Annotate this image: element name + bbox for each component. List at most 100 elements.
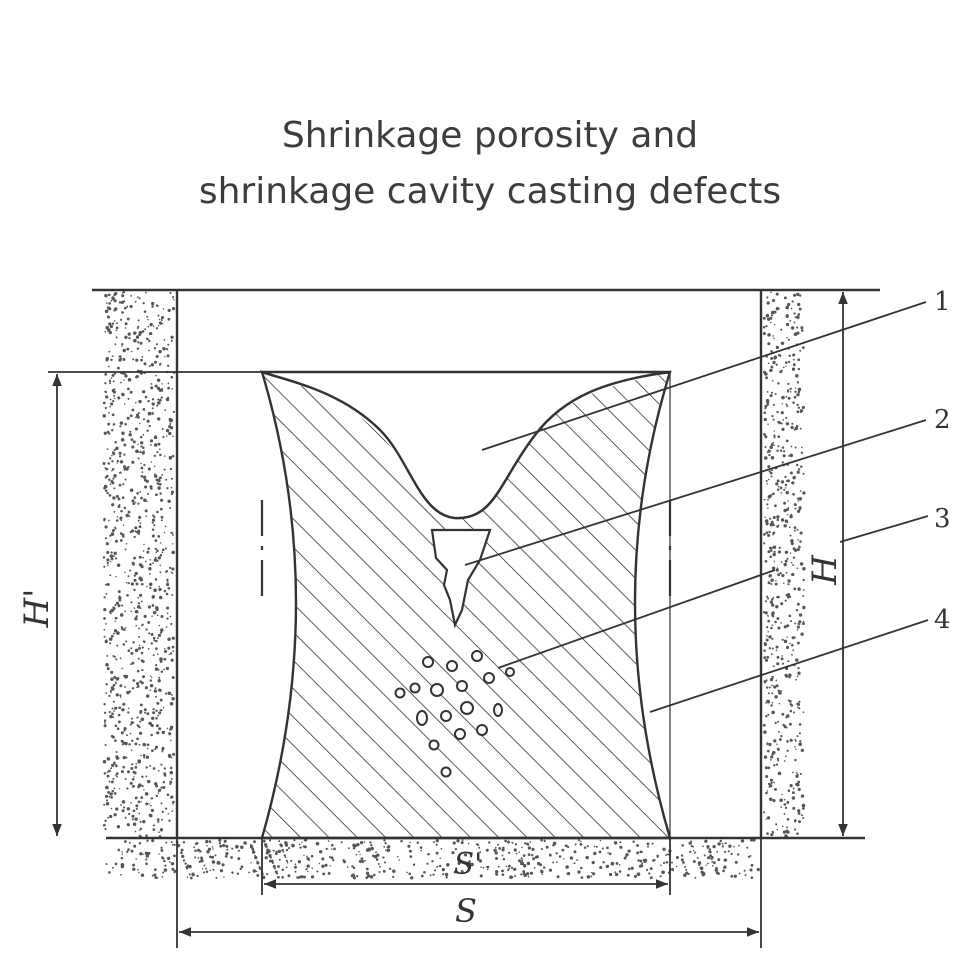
sand-grain [151, 305, 154, 308]
sand-grain [801, 803, 806, 808]
riser-outline [92, 288, 880, 840]
sand-grain [769, 471, 773, 475]
sand-grain [153, 873, 157, 877]
sand-grain [791, 572, 795, 577]
sand-grain [252, 869, 257, 873]
sand-grain [279, 843, 282, 847]
pore [409, 682, 421, 694]
sand-grain [763, 533, 766, 536]
sand-grain [160, 515, 164, 519]
sand-grain [772, 403, 775, 406]
sand-grain [159, 507, 163, 511]
sand-grain [764, 445, 767, 449]
sand-grain [738, 872, 741, 875]
sand-grain [765, 531, 769, 535]
sand-grain [115, 693, 119, 697]
sand-grain [121, 851, 123, 853]
sand-grain [778, 738, 782, 741]
sand-grain [166, 617, 169, 620]
sand-grain [712, 844, 716, 849]
sand-grain [160, 670, 164, 674]
sand-grain [791, 367, 796, 371]
sand-grain [706, 845, 710, 849]
sand-grain [573, 862, 576, 865]
sand-grain [134, 742, 138, 746]
sand-grain [770, 626, 773, 630]
sand-grain [796, 625, 800, 629]
sand-grain [802, 589, 805, 591]
sand-grain [108, 637, 113, 641]
sand-grain [692, 860, 696, 863]
sand-grain [798, 545, 801, 548]
sand-grain [701, 873, 705, 877]
sand-grain [265, 845, 268, 848]
shrinkage-cavity [268, 374, 665, 519]
sand-grain [297, 860, 302, 864]
sand-grain [802, 566, 806, 571]
sand-grain [123, 467, 126, 471]
sand-grain [523, 873, 527, 877]
sand-grain [114, 724, 118, 728]
sand-grain [107, 519, 110, 522]
sand-grain [280, 845, 283, 848]
sand-grain [150, 642, 154, 645]
sand-grain [783, 625, 787, 629]
sand-grain [121, 743, 124, 746]
sand-grain [217, 862, 220, 865]
sand-grain [777, 485, 780, 488]
sand-grain [120, 739, 124, 743]
sand-grain [552, 841, 557, 846]
sand-grain [781, 638, 784, 641]
sand-grain [180, 851, 183, 855]
sand-grain [647, 845, 649, 848]
sand-grain [115, 292, 118, 295]
sand-grain [690, 840, 693, 843]
sand-grain [119, 471, 122, 474]
sand-grain [793, 321, 796, 324]
sand-grain [120, 804, 122, 806]
sand-grain [434, 869, 437, 872]
sand-grain [607, 852, 609, 854]
sand-grain [143, 498, 147, 502]
sand-grain [114, 616, 118, 620]
sand-grain [154, 547, 157, 551]
sand-grain [166, 578, 169, 581]
sand-grain [785, 322, 790, 327]
sand-grain [407, 844, 411, 848]
sand-grain [360, 857, 364, 861]
sand-grain [785, 487, 787, 489]
sand-grain [569, 856, 574, 860]
sand-grain [771, 546, 774, 549]
sand-grain [158, 349, 162, 354]
sand-grain [768, 686, 771, 689]
sand-grain [580, 866, 583, 870]
sand-grain [535, 855, 539, 859]
sand-grain [181, 854, 185, 859]
sand-grain [606, 846, 609, 850]
sand-grain [619, 841, 622, 844]
sand-grain [138, 644, 141, 647]
sand-grain [543, 839, 546, 843]
dimension-h-label: H [805, 554, 845, 586]
sand-grain [526, 843, 530, 846]
sand-grain [108, 302, 111, 305]
sand-grain [149, 679, 152, 682]
sand-grain [109, 689, 112, 692]
sand-grain [765, 376, 769, 380]
sand-grain [786, 826, 789, 829]
sand-grain [697, 861, 702, 865]
sand-grain [137, 519, 140, 522]
sand-grain [141, 646, 144, 649]
sand-grain [772, 515, 776, 520]
sand-grain [498, 847, 502, 850]
sand-grain [796, 548, 800, 552]
sand-grain [113, 787, 116, 790]
sand-grain [122, 755, 126, 760]
sand-grain [510, 866, 514, 870]
sand-grain [172, 803, 174, 805]
sand-grain [781, 461, 784, 464]
sand-grain [762, 332, 766, 336]
sand-grain [789, 514, 793, 519]
sand-grain [170, 571, 172, 574]
sand-grain [115, 336, 118, 339]
